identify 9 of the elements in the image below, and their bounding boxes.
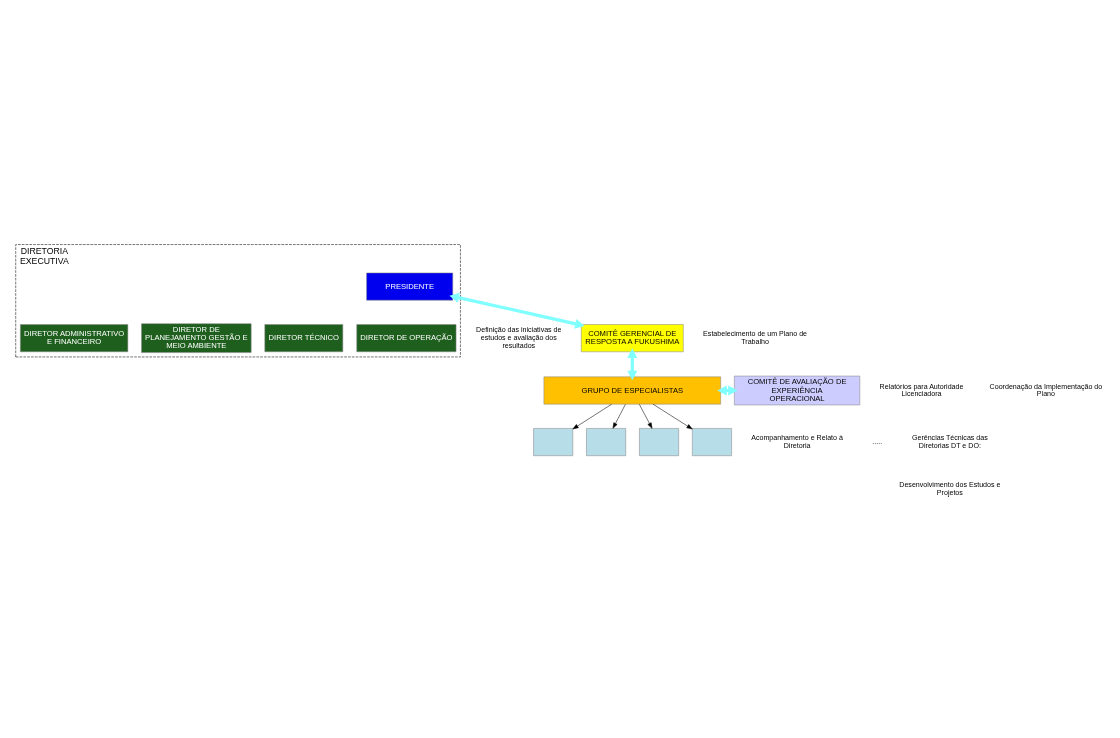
arrow bbox=[652, 403, 693, 429]
arrow bbox=[612, 403, 626, 429]
node-box bbox=[639, 427, 679, 456]
node-box bbox=[692, 427, 732, 456]
node-box bbox=[586, 427, 627, 456]
arrow bbox=[572, 403, 612, 429]
arrow bbox=[639, 403, 653, 429]
node-box bbox=[533, 427, 574, 456]
arrow bbox=[449, 292, 585, 329]
